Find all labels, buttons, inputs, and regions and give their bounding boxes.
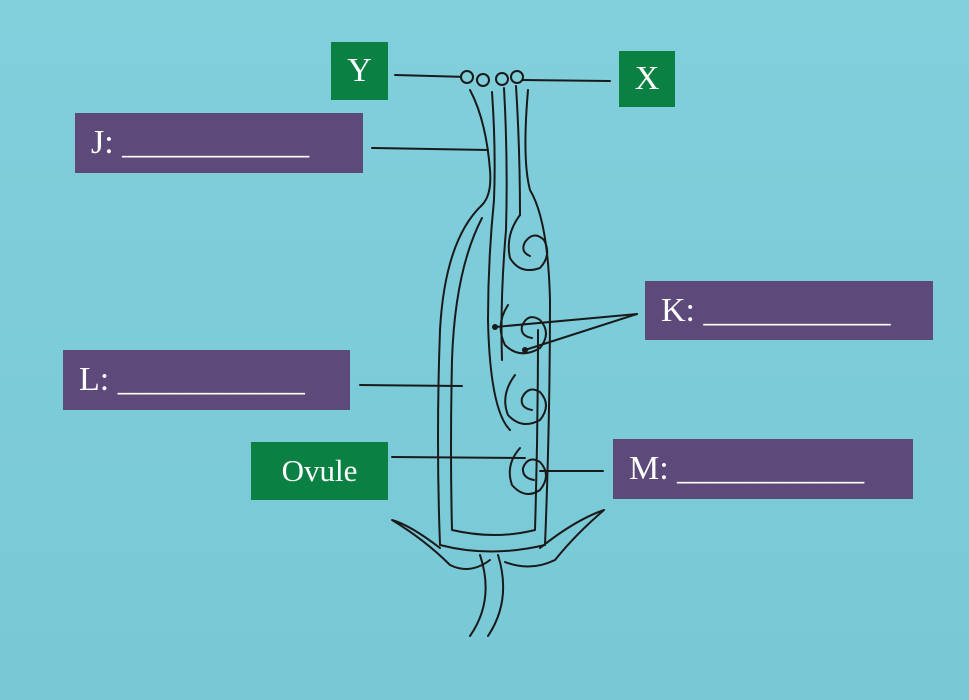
label-x: X	[619, 51, 675, 107]
k-dot-upper	[492, 324, 498, 330]
label-k: K: ___________	[645, 281, 933, 340]
chamber-top	[507, 214, 549, 271]
tip-sphere-2	[476, 73, 490, 87]
chamber-ovule	[508, 447, 547, 495]
label-y: Y	[331, 42, 388, 100]
label-l: L: ___________	[63, 350, 350, 410]
inner-wall	[450, 217, 539, 536]
leader-j	[371, 147, 489, 151]
k-dot-lower	[522, 347, 528, 353]
leader-k-upper	[494, 313, 638, 328]
neck-tube-right	[515, 85, 521, 216]
leader-y	[394, 74, 469, 78]
label-ovule: Ovule	[251, 442, 388, 500]
leader-k-lower	[524, 313, 638, 351]
label-m: M: ___________	[613, 439, 913, 499]
neck-tube-left	[487, 91, 511, 431]
chamber-lower	[504, 374, 547, 425]
leader-l	[359, 384, 463, 387]
tip-sphere-4	[510, 70, 524, 84]
base-right-wing	[504, 509, 605, 568]
outer-wall	[437, 89, 551, 553]
chamber-k	[499, 304, 547, 355]
leader-x	[521, 79, 611, 82]
tip-sphere-3	[495, 72, 509, 86]
label-j: J: ___________	[75, 113, 363, 173]
leader-ovule	[391, 456, 526, 459]
tip-sphere-1	[460, 70, 474, 84]
base-left-wing	[391, 519, 491, 570]
